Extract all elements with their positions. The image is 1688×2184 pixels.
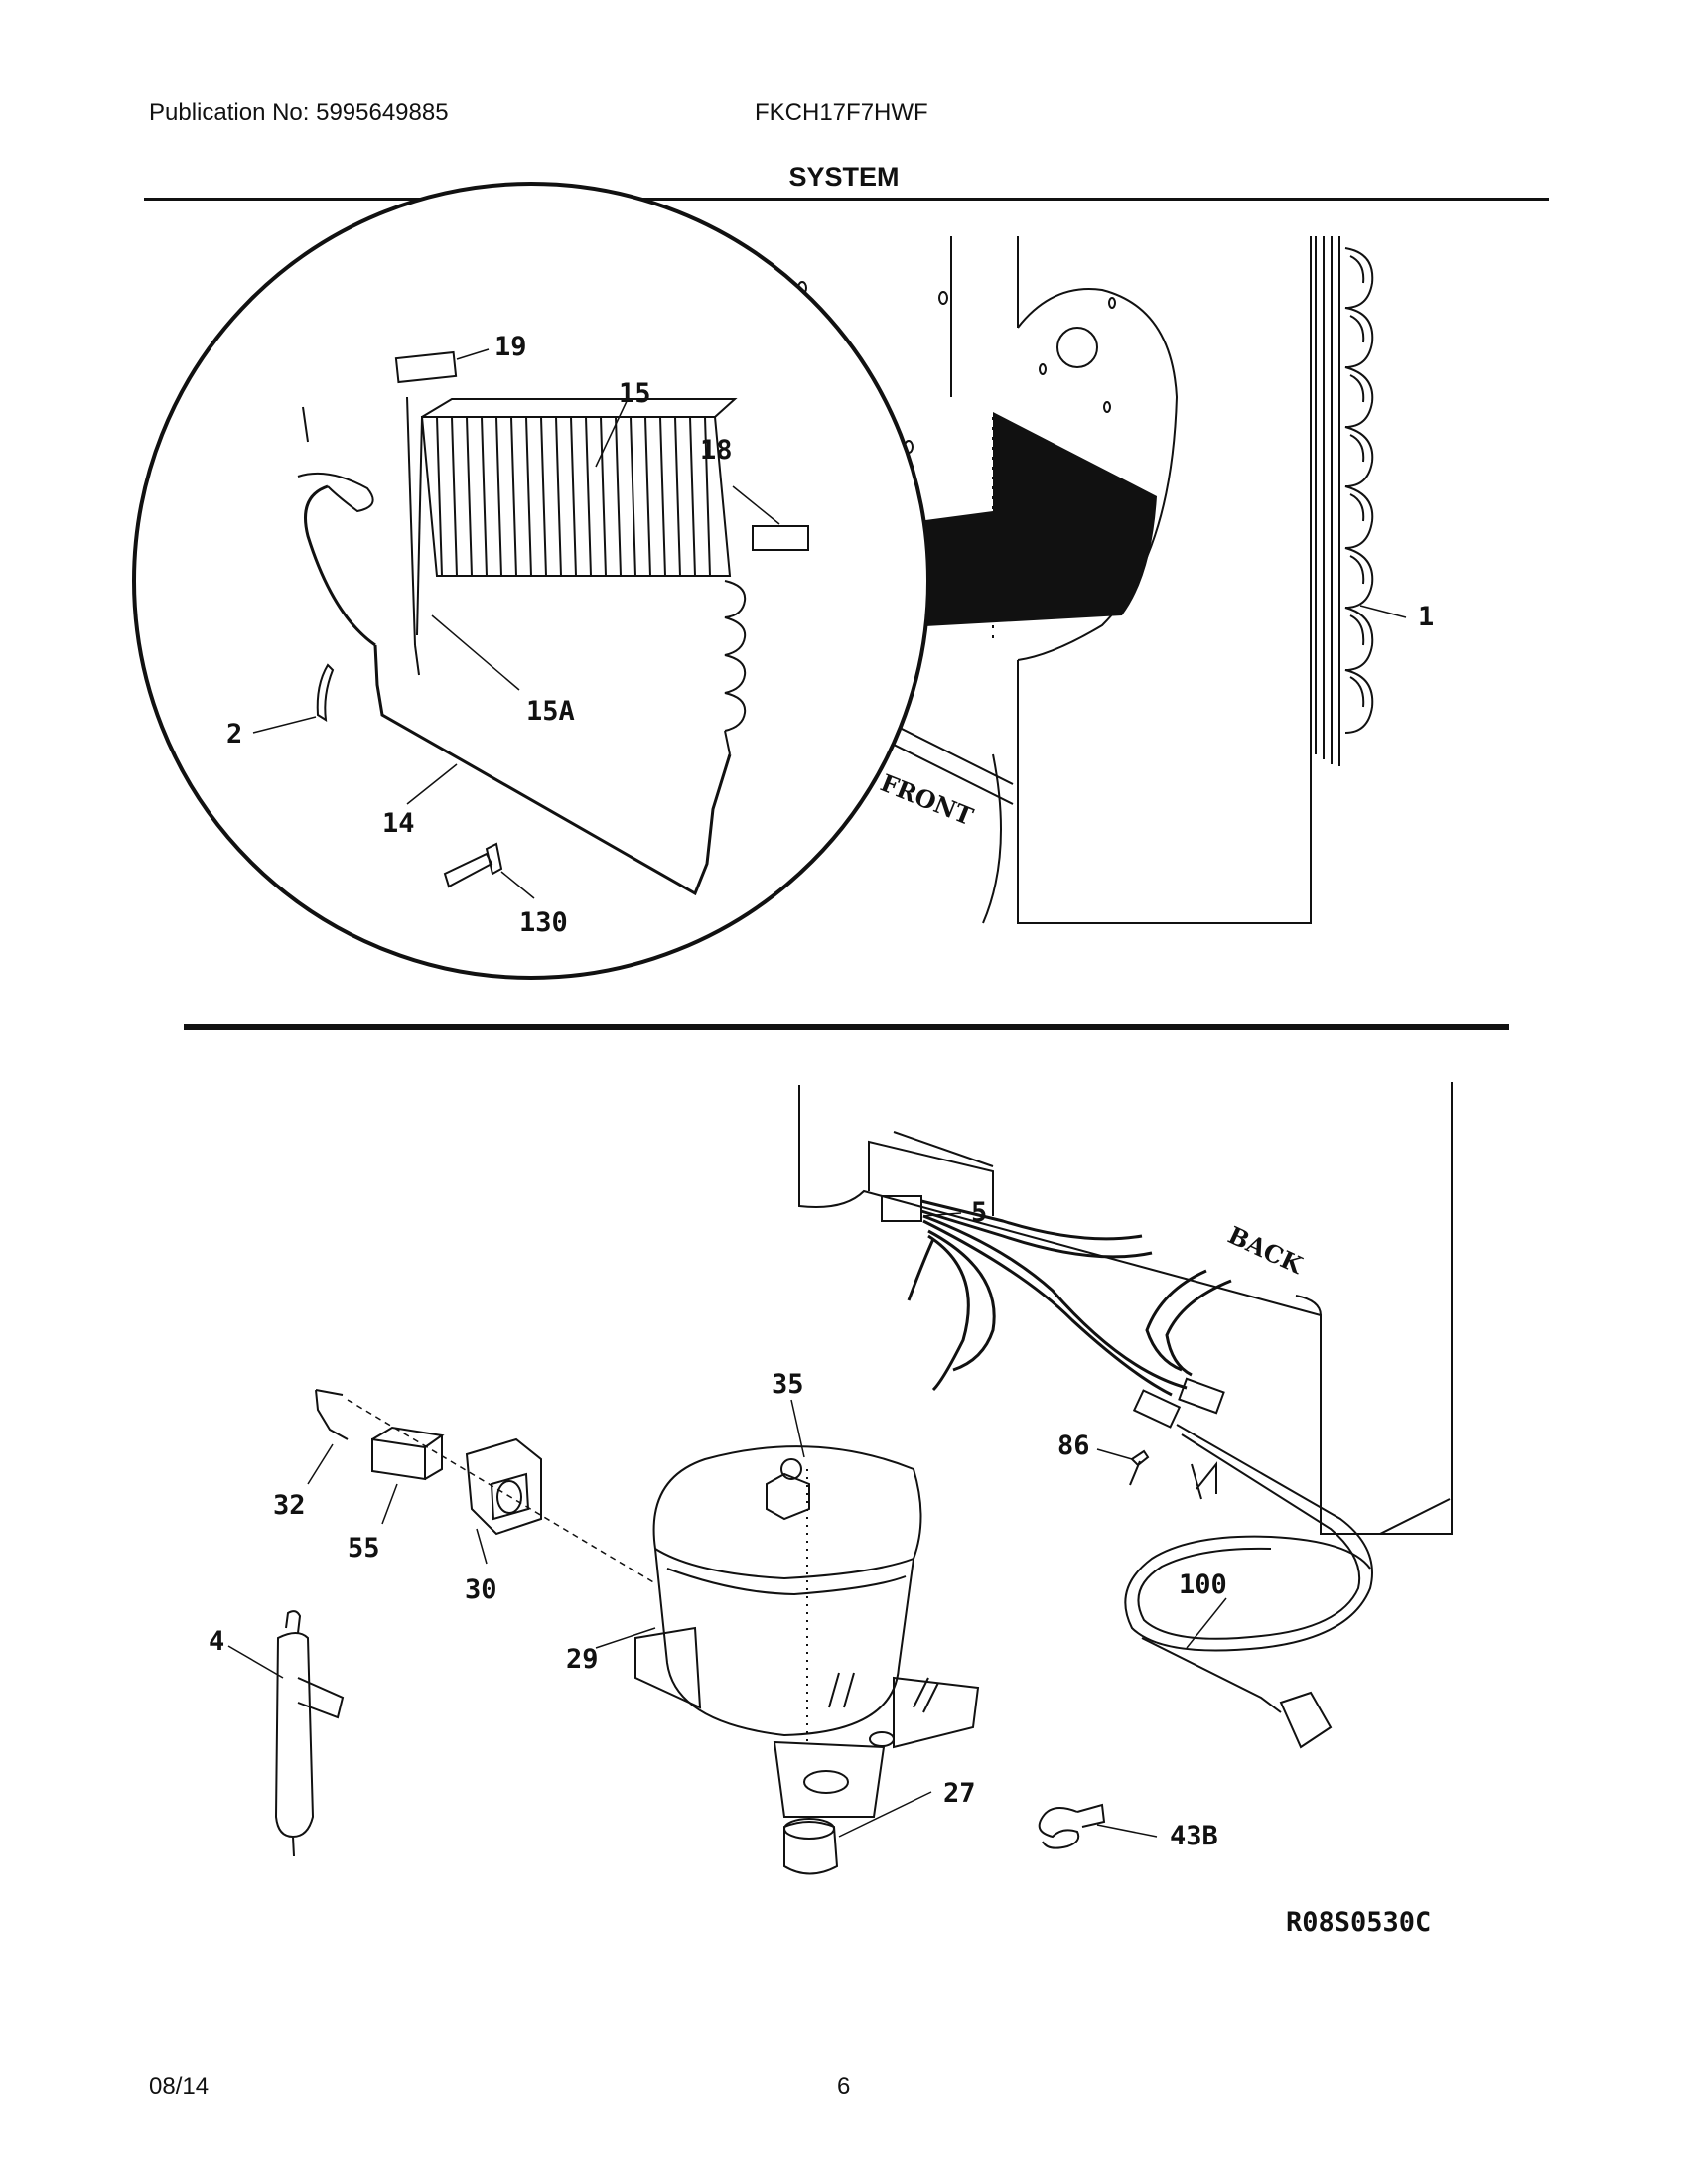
- callout-100: 100: [1179, 1570, 1227, 1600]
- callout-32: 32: [273, 1490, 306, 1521]
- sensor-wire: [304, 484, 732, 896]
- callout-14: 14: [382, 808, 415, 839]
- callout-15A: 15A: [526, 696, 575, 727]
- compressor: [634, 1445, 980, 1818]
- section-title: SYSTEM: [788, 162, 900, 192]
- back-label: BACK: [1223, 1220, 1308, 1280]
- evaporator-pad-19: [394, 350, 458, 384]
- leader-lines-bottom: [227, 1212, 1227, 1838]
- callout-43B: 43B: [1170, 1821, 1218, 1851]
- callout-18: 18: [700, 435, 733, 466]
- publication-number: Publication No: 5995649885: [149, 99, 449, 126]
- overload-part-55: [371, 1426, 445, 1481]
- callout-5: 5: [971, 1197, 987, 1228]
- grommet-part-130: [443, 842, 503, 888]
- front-label: FRONT: [877, 768, 978, 832]
- callout-30: 30: [465, 1574, 497, 1605]
- drier-part-4: [274, 1610, 345, 1857]
- callout-55: 55: [348, 1533, 380, 1564]
- footer-date: 08/14: [149, 2073, 210, 2100]
- callout-35: 35: [772, 1369, 804, 1400]
- model-number: FKCH17F7HWF: [755, 99, 928, 126]
- assembly-dashline: [347, 1399, 656, 1584]
- relay-clip-part-32: [315, 1389, 349, 1440]
- clip-part-2: [316, 663, 335, 722]
- screw-part-86: [1129, 1449, 1150, 1486]
- callout-29: 29: [566, 1644, 599, 1675]
- callout-27: 27: [943, 1778, 976, 1809]
- callout-4: 4: [209, 1626, 224, 1657]
- callouts-bottom: 5 35 86 32 55 30 100 4 29 27 43B BACK: [209, 1197, 1308, 1851]
- wire-harness: [881, 1195, 1232, 1415]
- callout-15: 15: [619, 378, 651, 409]
- thermostat-sensor: [297, 406, 374, 513]
- callout-86: 86: [1057, 1431, 1090, 1461]
- callout-19: 19: [494, 332, 527, 362]
- power-cord: [1124, 1389, 1373, 1749]
- callout-2: 2: [226, 719, 242, 750]
- header-rule: [144, 198, 1549, 201]
- page-number: 6: [837, 2073, 851, 2100]
- relay-part-30: [465, 1437, 542, 1536]
- evaporator-pad-18: [752, 525, 809, 551]
- callout-130: 130: [519, 907, 568, 938]
- grommet-part-27: [783, 1821, 839, 1875]
- leader-lines-top: [252, 348, 1407, 899]
- detail-magnifier: [132, 182, 930, 980]
- callout-1: 1: [1418, 602, 1434, 632]
- evaporator: [406, 396, 747, 755]
- cabinet-back: [798, 1082, 1453, 1535]
- clip-part-43B: [1038, 1803, 1106, 1849]
- section-divider: [184, 1024, 1509, 1030]
- drawing-code: R08S0530C: [1286, 1907, 1431, 1938]
- condenser-coil: [1315, 236, 1374, 766]
